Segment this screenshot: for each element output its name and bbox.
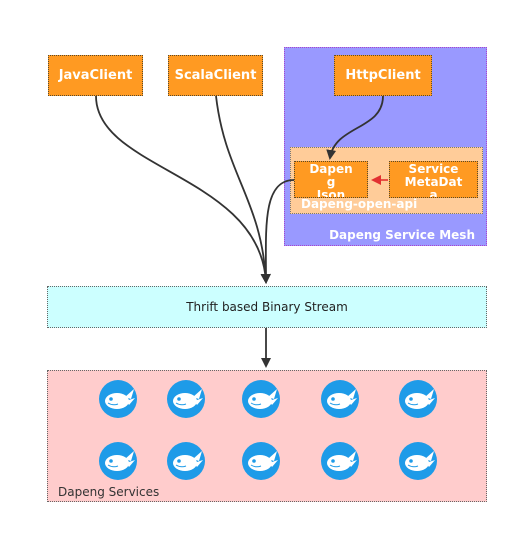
open-api-label: Dapeng-open-api: [301, 197, 418, 211]
service-mesh-label: Dapeng Service Mesh: [329, 228, 475, 242]
json-to-stream-connector: [260, 179, 295, 284]
http-client-node: HttpClient: [334, 55, 432, 96]
dapeng-service-icon: [320, 441, 360, 481]
dapeng-service-icon: [98, 379, 138, 419]
service-metadata-label: Service MetaDat a: [404, 162, 463, 198]
dapeng-service-icon: [166, 441, 206, 481]
dapeng-json-label: Dapen g Json: [309, 162, 353, 198]
java-client-label: JavaClient: [58, 68, 133, 83]
scala-client-label: ScalaClient: [174, 68, 257, 83]
dapeng-service-icon: [241, 441, 281, 481]
http-client-label: HttpClient: [345, 68, 421, 83]
dapeng-service-icon: [98, 441, 138, 481]
binary-stream-bar: Thrift based Binary Stream: [47, 286, 487, 328]
java-client-node: JavaClient: [48, 55, 143, 96]
dapeng-service-icon: [241, 379, 281, 419]
service-metadata-node: Service MetaDat a: [389, 161, 478, 198]
dapeng-service-icon: [398, 441, 438, 481]
scala-client-node: ScalaClient: [168, 55, 263, 96]
java-to-stream-connector: [95, 95, 271, 284]
services-label: Dapeng Services: [58, 485, 160, 499]
binary-stream-label: Thrift based Binary Stream: [186, 300, 348, 314]
dapeng-service-icon: [320, 379, 360, 419]
dapeng-service-icon: [166, 379, 206, 419]
scala-to-stream-connector: [215, 95, 271, 284]
http-to-json-connector: [326, 95, 384, 160]
dapeng-json-node: Dapen g Json: [294, 161, 368, 198]
dapeng-service-icon: [398, 379, 438, 419]
